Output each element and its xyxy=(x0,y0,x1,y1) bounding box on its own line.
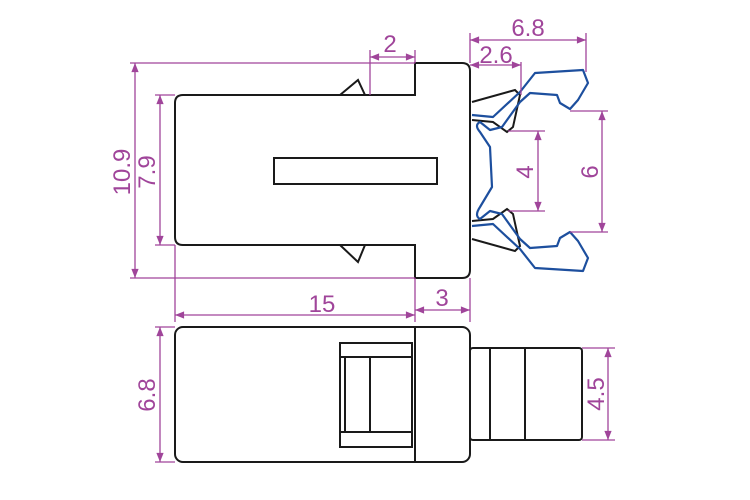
dim-head-length: 3 xyxy=(435,285,448,312)
side-body xyxy=(174,326,471,463)
lower-wedge xyxy=(471,207,522,253)
dim-height-total: 10.9 xyxy=(109,149,136,196)
dim-clip-offset: 2.6 xyxy=(479,42,512,69)
slot xyxy=(273,157,438,185)
side-window xyxy=(339,342,413,448)
dim-body-length: 15 xyxy=(309,291,336,318)
dim-side-height: 6.8 xyxy=(134,378,161,411)
top-latch xyxy=(339,78,366,96)
dim-plug-height: 4.5 xyxy=(583,377,610,410)
side-view-dimensions: 6.8 4.5 xyxy=(134,326,615,463)
top-view-dimensions: 10.9 7.9 15 3 2 6.8 2.6 4 6 xyxy=(109,15,608,322)
dim-notch: 2 xyxy=(383,31,396,58)
dim-outer-gap: 6 xyxy=(577,165,604,178)
side-tab xyxy=(344,356,371,433)
dim-inner-gap: 4 xyxy=(512,165,539,178)
dim-height-body: 7.9 xyxy=(134,155,161,188)
dim-total-width-right: 6.8 xyxy=(511,15,544,42)
upper-wedge xyxy=(471,88,522,134)
spring-clip xyxy=(471,68,590,273)
body-outline xyxy=(174,62,471,279)
bottom-latch xyxy=(339,244,366,264)
side-view xyxy=(174,326,583,463)
